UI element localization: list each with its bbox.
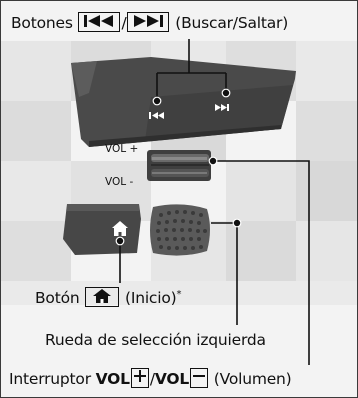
seek-label-slash: / <box>121 14 127 32</box>
minus-key <box>190 367 209 388</box>
vol-plus-label: VOL + <box>105 143 139 155</box>
skip-back-icon <box>84 14 114 27</box>
seek-panel <box>71 57 296 147</box>
skip-forward-icon <box>215 104 229 111</box>
leader-dots <box>115 88 242 246</box>
home-key <box>85 286 120 307</box>
selector-wheel <box>150 204 210 256</box>
skip-forward-icon <box>134 14 164 27</box>
home-label-footnote: * <box>176 289 182 300</box>
skip-forward-key <box>127 11 170 32</box>
volume-label-suffix: (Volumen) <box>213 370 292 388</box>
volume-switch-label: Interruptor VOL /VOL (Volumen) <box>9 367 292 390</box>
volume-label-prefix: Interruptor <box>9 370 91 388</box>
volume-label-slash: / <box>149 370 155 388</box>
seek-buttons-label: Botones / (Buscar/Saltar) <box>11 11 289 34</box>
skip-back-icon <box>149 112 164 119</box>
home-icon <box>112 221 128 236</box>
home-icon <box>93 288 112 303</box>
vol-minus-label: VOL - <box>105 176 134 188</box>
skip-back-key <box>78 11 121 32</box>
home-label-prefix: Botón <box>35 289 80 307</box>
plus-key <box>130 367 149 388</box>
vol-word-plus: VOL <box>95 370 130 388</box>
home-label-suffix: (Inicio) <box>124 289 177 307</box>
home-panel <box>63 204 141 255</box>
leader-lines <box>119 39 310 365</box>
selector-wheel-label: Rueda de selección izquierda <box>45 331 266 349</box>
home-button-label: Botón (Inicio)* <box>35 286 182 311</box>
vol-word-minus: VOL <box>154 370 190 388</box>
volume-switch <box>147 150 211 181</box>
minus-box-icon <box>193 374 206 377</box>
seek-label-prefix: Botones <box>11 14 73 32</box>
seek-label-suffix: (Buscar/Saltar) <box>175 14 289 32</box>
plus-box-icon <box>133 369 146 382</box>
